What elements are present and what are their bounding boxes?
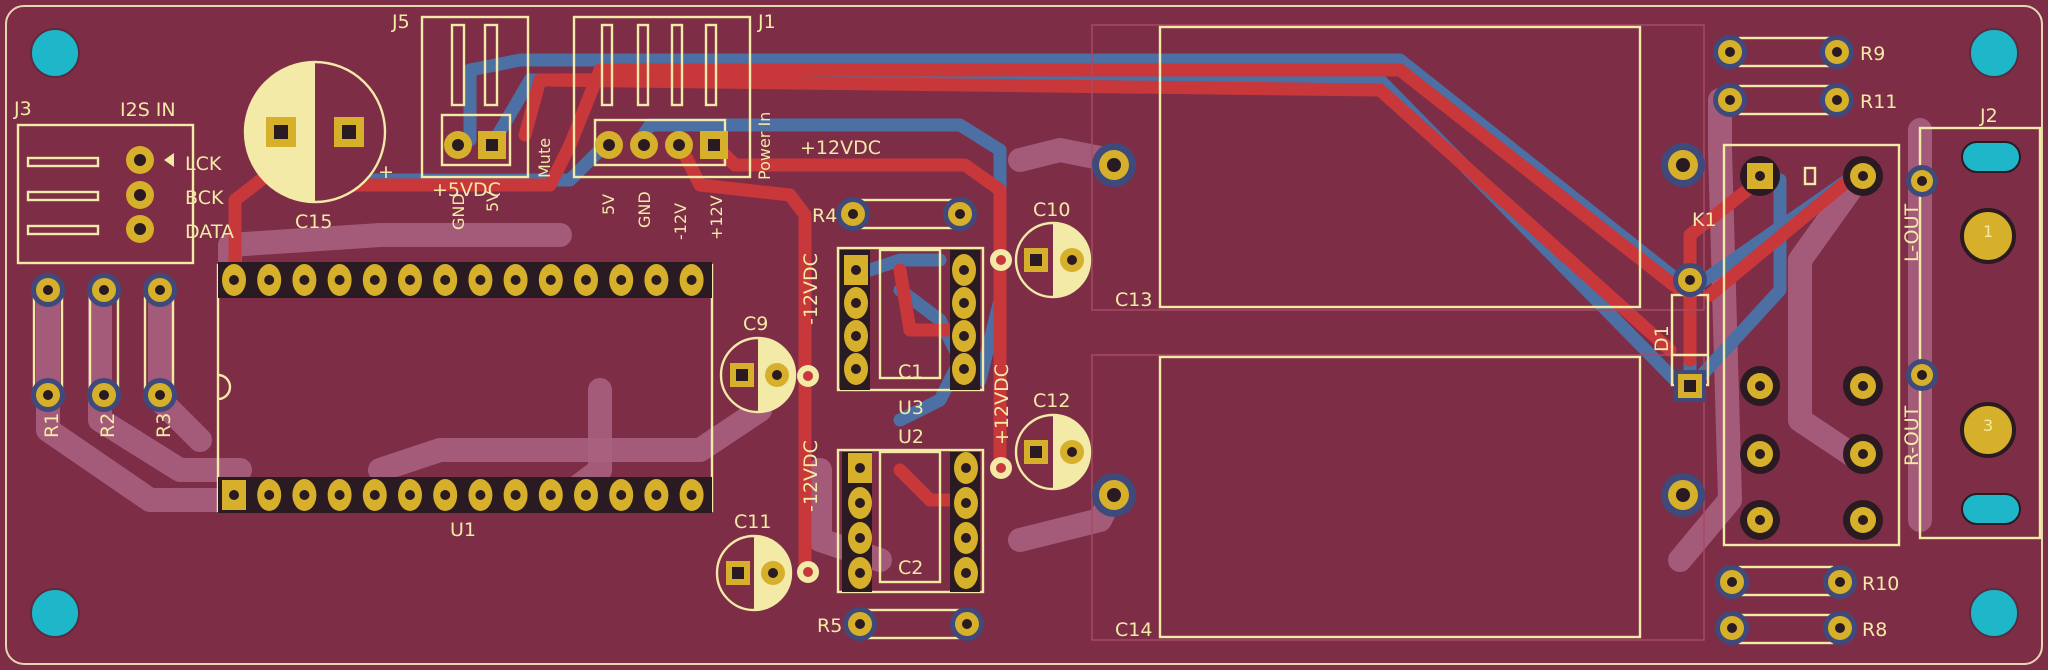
resistors-R1-R3: R1 R2 R3 <box>31 273 177 438</box>
capacitor-C12: C12 <box>1014 390 1092 491</box>
resistor-R4: R4 <box>812 197 977 231</box>
ref-R10: R10 <box>1862 573 1899 595</box>
connector-J3: J3 I2S IN LCK BCK DATA <box>13 98 234 265</box>
mount-hole-bl <box>30 588 80 638</box>
label-m12vdc-2: -12VDC <box>800 440 822 512</box>
ref-R4: R4 <box>812 205 837 227</box>
ref-R5: R5 <box>817 615 842 637</box>
resistor-R8: R8 <box>1715 611 1887 645</box>
label-data: DATA <box>185 221 234 243</box>
mounting-holes <box>30 28 2019 638</box>
ref-C15: C15 <box>295 211 332 233</box>
capacitor-C11: C11 <box>715 511 793 612</box>
ref-R8: R8 <box>1862 619 1887 641</box>
resistor-R9: R9 <box>1713 35 1885 69</box>
label-j1-5v: 5V <box>599 194 618 215</box>
label-j1-p12v: +12V <box>707 195 726 240</box>
ic-U3: C1 U3 <box>836 246 985 419</box>
ref-J1: J1 <box>757 11 776 33</box>
label-j2-1: 1 <box>1983 222 1993 241</box>
svg-text:+: + <box>378 161 394 183</box>
label-5vdc: +5VDC <box>432 179 501 201</box>
ref-C9: C9 <box>743 313 768 335</box>
capacitor-C13: C13 <box>1091 24 1705 311</box>
ref-C10: C10 <box>1033 199 1070 221</box>
label-i2s-in: I2S IN <box>120 99 176 121</box>
label-j1-gnd: GND <box>635 191 654 228</box>
capacitor-C10: C10 <box>1014 199 1092 299</box>
label-bck: BCK <box>185 187 224 209</box>
ref-U3: U3 <box>898 397 924 419</box>
ref-J2: J2 <box>1979 105 1998 127</box>
relay-K1: K1 <box>1692 143 1901 547</box>
label-power-in: Power In <box>755 112 774 180</box>
ic-U2: U2 C2 <box>836 426 985 594</box>
label-m12vdc-1: -12VDC <box>800 253 822 325</box>
ref-C14: C14 <box>1115 619 1152 641</box>
label-mute: Mute <box>535 138 554 178</box>
ref-J5: J5 <box>391 11 410 33</box>
connector-J1: J1 5V GND -12V +12V Power In +12VDC <box>572 11 881 240</box>
mount-hole-br <box>1969 588 2019 638</box>
label-p12vdc-vert: +12VDC <box>991 364 1013 445</box>
label-j2-3: 3 <box>1983 416 1993 435</box>
ref-U1: U1 <box>450 519 476 541</box>
capacitor-C14: C14 <box>1091 354 1705 641</box>
label-j5-5v: 5V <box>483 191 502 212</box>
capacitor-C9: C9 <box>719 313 797 414</box>
resistor-R11: R11 <box>1713 83 1897 117</box>
ref-K1: K1 <box>1692 209 1717 231</box>
ref-U2: U2 <box>898 426 924 448</box>
ref-C12: C12 <box>1033 390 1070 412</box>
resistor-R5: R5 <box>817 607 984 641</box>
label-lck: LCK <box>185 153 222 175</box>
label-12vdc-top: +12VDC <box>800 137 881 159</box>
ref-C2: C2 <box>898 557 923 579</box>
ref-R3: R3 <box>153 413 175 438</box>
label-l-out: L-OUT <box>1901 204 1923 262</box>
connector-J5: J5 +5VDC GND 5V Mute <box>391 11 554 230</box>
label-j1-m12v: -12V <box>671 203 690 240</box>
ic-U1: U1 <box>216 262 714 541</box>
label-j5-gnd: GND <box>449 193 468 230</box>
capacitor-C15: + C15 <box>243 60 394 233</box>
ref-R11: R11 <box>1860 91 1897 113</box>
mount-hole-tl <box>30 28 80 78</box>
ref-R2: R2 <box>97 413 119 438</box>
ref-C1: C1 <box>898 361 923 383</box>
ref-D1: D1 <box>1651 325 1673 352</box>
ref-J3: J3 <box>13 98 32 120</box>
label-r-out: R-OUT <box>1901 405 1923 466</box>
mount-hole-tr <box>1969 28 2019 78</box>
ref-C11: C11 <box>734 511 771 533</box>
resistor-R10: R10 <box>1715 565 1899 599</box>
connector-J2: J2 1 3 L-OUT R-OUT <box>1901 105 2042 540</box>
ref-C13: C13 <box>1115 289 1152 311</box>
diode-D1: D1 <box>1651 263 1710 402</box>
ref-R1: R1 <box>41 413 63 438</box>
ref-R9: R9 <box>1860 43 1885 65</box>
vias <box>797 249 1012 583</box>
